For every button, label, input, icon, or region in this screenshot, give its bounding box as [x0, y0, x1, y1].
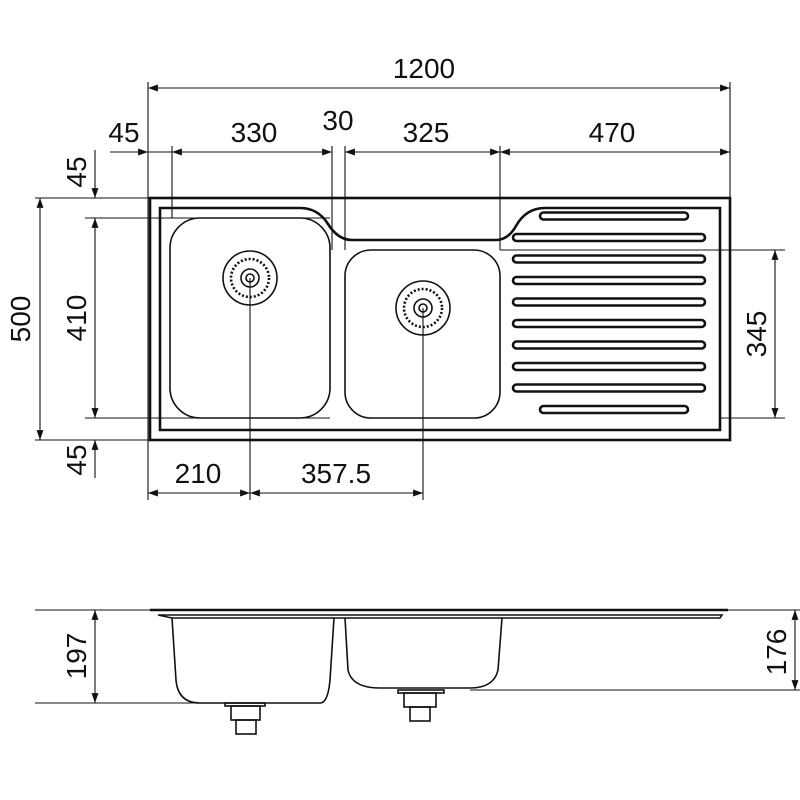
dim-345: 345	[741, 311, 772, 358]
dim-470: 470	[589, 117, 636, 148]
dim-45-left: 45	[108, 117, 139, 148]
dimension-lines	[36, 84, 799, 703]
drainer-rib	[511, 318, 707, 329]
sink-rim	[158, 206, 722, 432]
sink-outer-edge	[148, 196, 732, 442]
drainer-rib	[511, 275, 707, 286]
dim-30: 30	[322, 105, 353, 136]
dim-325: 325	[403, 117, 450, 148]
drainer-rib	[511, 254, 707, 264]
left-waste-outlet	[224, 702, 266, 735]
dim-357-5: 357.5	[301, 458, 371, 489]
plan-view	[148, 196, 732, 442]
drainer-rib	[511, 232, 707, 243]
right-bowl-profile	[344, 617, 503, 689]
drainer-rib	[511, 297, 707, 307]
dim-176: 176	[761, 629, 792, 676]
drainer-rib	[538, 211, 690, 221]
dim-210: 210	[175, 458, 222, 489]
dim-197: 197	[61, 633, 92, 680]
dimension-labels: 1200 45 330 30 325 470 500 410 45 45 345…	[5, 53, 792, 679]
drainer-rib	[511, 383, 707, 393]
right-waste-outlet	[397, 689, 445, 722]
side-view	[150, 608, 728, 735]
dim-330: 330	[231, 117, 278, 148]
left-bowl-profile	[171, 617, 335, 704]
drainer-rib	[538, 404, 690, 415]
dim-500: 500	[5, 296, 36, 343]
dim-410: 410	[61, 295, 92, 342]
extension-lines	[35, 82, 800, 704]
dim-45-top: 45	[61, 156, 92, 187]
drainer-ribs	[511, 211, 707, 415]
dim-45-bottom: 45	[61, 444, 92, 475]
dim-1200: 1200	[393, 53, 455, 84]
drainer-rib	[511, 340, 707, 350]
drainer-rib	[511, 361, 707, 372]
